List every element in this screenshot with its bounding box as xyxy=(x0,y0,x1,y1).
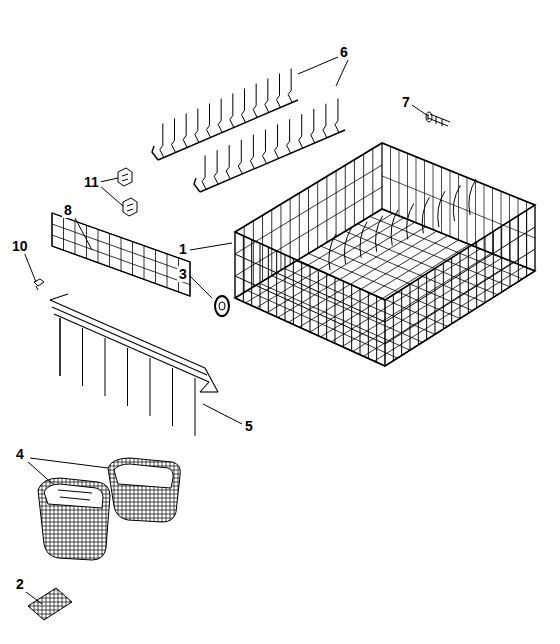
rack-wheel xyxy=(215,296,229,316)
clip-parts xyxy=(118,168,137,216)
callout-number: 8 xyxy=(62,202,74,218)
callout-number: 2 xyxy=(14,576,26,592)
screw-part xyxy=(426,112,450,126)
callout-number: 5 xyxy=(243,418,255,434)
callout-number: 6 xyxy=(338,44,350,60)
clip-part xyxy=(34,279,44,290)
callout-number: 4 xyxy=(14,446,26,462)
callout-number: 1 xyxy=(177,241,189,257)
rack-wires xyxy=(50,69,535,437)
callout-number: 7 xyxy=(400,94,412,110)
callout-number: 10 xyxy=(10,238,30,254)
card-part xyxy=(28,588,72,620)
callout-number: 3 xyxy=(177,266,189,282)
callout-number: 11 xyxy=(82,174,101,190)
silverware-baskets xyxy=(38,458,180,560)
